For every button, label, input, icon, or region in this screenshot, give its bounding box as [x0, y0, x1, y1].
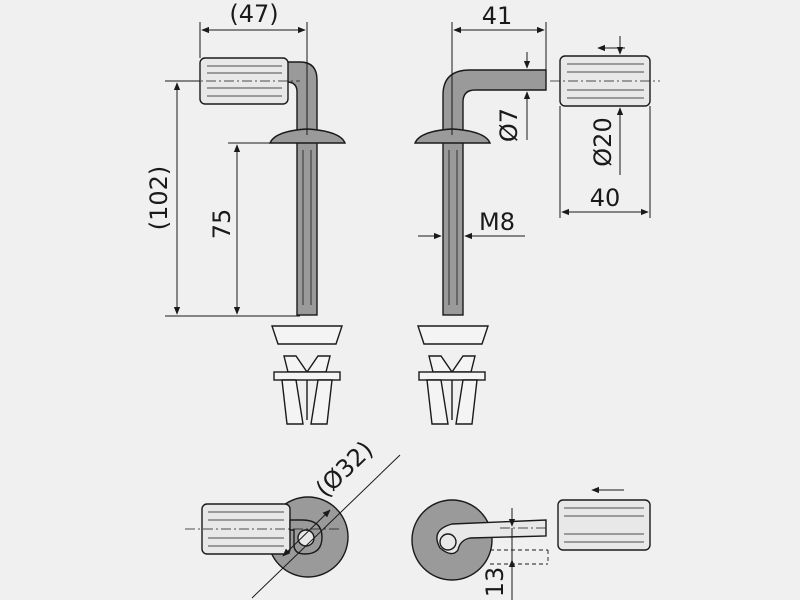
label-40: 40 [590, 184, 621, 212]
dimension-m8: M8 [418, 208, 525, 240]
dimension-41: 41 [451, 2, 547, 135]
right-bolt-assembly [413, 69, 547, 425]
right-thread-marks [448, 150, 458, 305]
label-d32: (Ø32) [310, 436, 378, 503]
dimension-102: (102) [145, 80, 300, 317]
label-41: 41 [482, 2, 513, 30]
bottom-right-view: 13 [411, 499, 651, 600]
separate-sleeve-top [550, 55, 660, 107]
right-expansion-anchor [418, 355, 486, 425]
label-d7: Ø7 [495, 108, 523, 142]
dimension-47: (47) [199, 0, 308, 135]
left-bent-arm [286, 61, 318, 139]
label-d20: Ø20 [589, 117, 617, 166]
dimension-d20: Ø20 [589, 36, 624, 175]
left-thread-marks [302, 150, 312, 305]
label-75: 75 [208, 209, 236, 240]
bottom-right-sleeve [557, 499, 651, 551]
bottom-left-view: (Ø32) [185, 436, 401, 599]
label-102: (102) [145, 166, 173, 231]
label-m8: M8 [479, 208, 515, 236]
dimension-d7: Ø7 [495, 52, 546, 142]
left-sleeve-ribs [207, 65, 282, 97]
dimension-75: 75 [208, 142, 272, 315]
left-expansion-anchor [273, 355, 341, 425]
label-13: 13 [481, 567, 509, 598]
left-bolt-assembly [170, 57, 347, 425]
right-cap [417, 325, 489, 345]
dimension-40: 40 [559, 106, 651, 218]
right-threaded-bolt [442, 139, 464, 316]
left-threaded-bolt [296, 139, 318, 316]
left-cap [271, 325, 343, 345]
label-47: (47) [229, 0, 278, 28]
